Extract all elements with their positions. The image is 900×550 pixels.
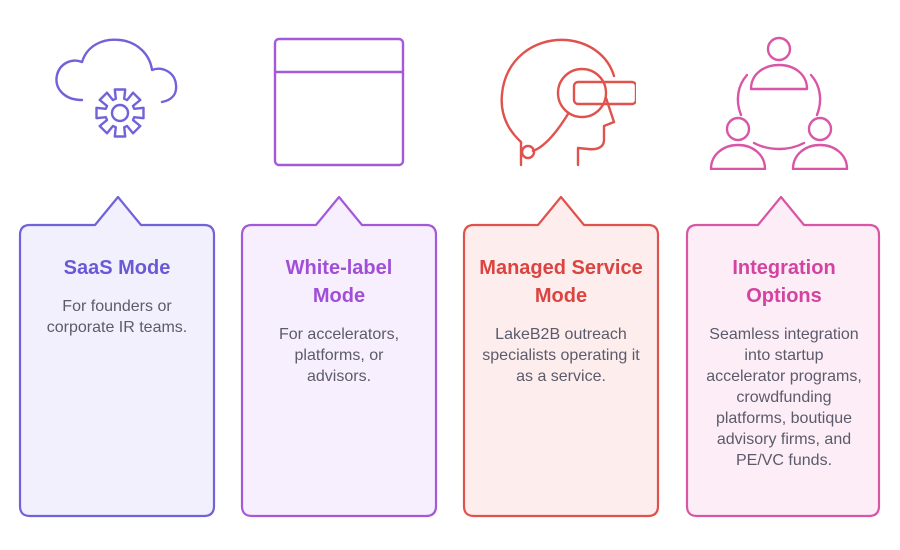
card-description-saas: For founders or corporate IR teams. bbox=[46, 298, 188, 336]
card-description-white-label: For accelerators, platforms, or advisors… bbox=[278, 326, 400, 385]
card-title-saas: SaaS Mode bbox=[63, 257, 171, 279]
card-title-managed-service: Managed Service Mode bbox=[479, 257, 643, 307]
card-column-managed-service: Managed Service Mode LakeB2B outreach sp… bbox=[462, 0, 660, 550]
card-column-integration: Integration Options Seamless integration… bbox=[685, 0, 883, 550]
card-title-integration: Integration Options bbox=[732, 257, 836, 307]
cloud-gear-icon bbox=[55, 38, 178, 138]
card-description-integration: Seamless integration into startup accele… bbox=[706, 326, 862, 469]
card-description-managed-service: LakeB2B outreach specialists operating i… bbox=[482, 326, 640, 385]
window-icon bbox=[273, 37, 405, 167]
card-title-white-label: White-label Mode bbox=[285, 257, 393, 307]
people-network-icon bbox=[709, 36, 849, 170]
card-column-white-label: White-label Mode For accelerators, platf… bbox=[240, 0, 438, 550]
head-headset-icon bbox=[500, 38, 636, 167]
card-column-saas: SaaS Mode For founders or corporate IR t… bbox=[18, 0, 216, 550]
